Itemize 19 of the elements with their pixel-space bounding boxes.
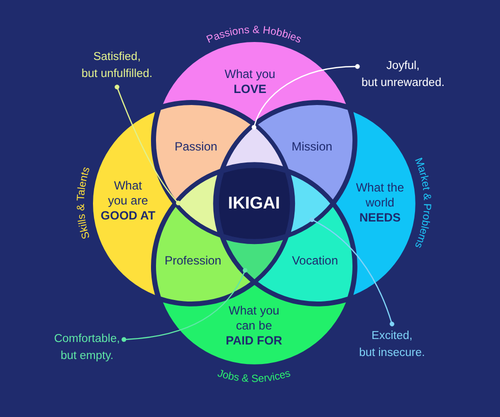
petal-label: What you are GOOD AT	[100, 178, 156, 224]
petal-label: Passion	[174, 139, 218, 154]
category-label: Passions & Hobbies	[204, 24, 304, 46]
callout-text: Excited, but insecure.	[359, 328, 425, 362]
leader-line	[252, 64, 360, 130]
category-label: Jobs & Services	[216, 367, 292, 386]
petal-label: What you LOVE	[224, 67, 276, 97]
petal-label: Mission	[292, 139, 332, 154]
leader-line	[310, 217, 394, 326]
callout-text: Comfortable, but empty.	[54, 331, 120, 365]
callout-text: Joyful, but unrewarded.	[361, 58, 445, 92]
center-label: IKIGAI	[228, 192, 280, 214]
leader-line	[122, 268, 248, 342]
leader-line	[114, 84, 181, 206]
petal-label: What the world NEEDS	[354, 180, 405, 226]
petal-label: What you can be PAID FOR	[224, 303, 284, 348]
petal-label: Vocation	[292, 253, 338, 268]
petal-label: Profession	[164, 253, 222, 268]
callout-text: Satisfied, but unfulfilled.	[82, 49, 152, 83]
